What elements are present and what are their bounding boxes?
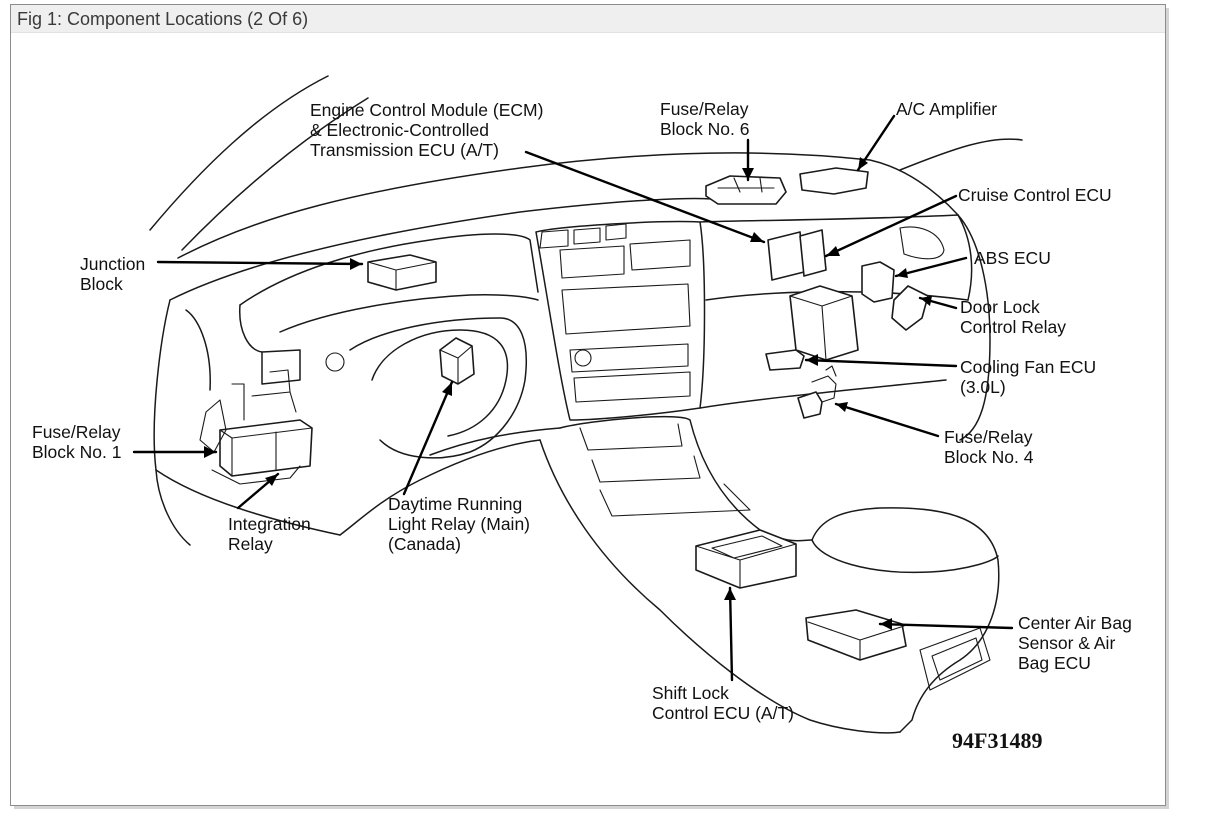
cooling-fan-label-line-2: (3.0L) [960, 377, 1006, 397]
fuse-6-label-line-2: Block No. 6 [660, 119, 749, 139]
drl-label-line-3: (Canada) [388, 534, 461, 554]
airbag-arrow [878, 622, 1014, 630]
shift-lock-label-line-2: Control ECU (A/T) [652, 703, 794, 723]
component-shapes [199, 167, 929, 661]
abs-ecu-shape [861, 261, 895, 303]
fuse-relay-block-6-shape [705, 175, 787, 205]
junction-label-line-2: Block [80, 274, 123, 294]
title-bar: Fig 1: Component Locations (2 Of 6) [11, 5, 1165, 33]
fuse-4-arrow [834, 402, 940, 438]
airbag-label-line-2: Sensor & Air [1018, 633, 1115, 653]
figure-title: Fig 1: Component Locations (2 Of 6) [17, 9, 309, 29]
fuse-4-label-line-2: Block No. 4 [944, 447, 1034, 467]
junction-label-line-1: Junction [80, 254, 145, 274]
shift-lock-arrow [728, 586, 734, 682]
fuse-relay-block-1-shape [219, 419, 313, 477]
cooling-fan-arrow [804, 358, 958, 368]
cruise-label: Cruise Control ECU [958, 185, 1112, 205]
airbag-label-line-1: Center Air Bag [1018, 613, 1132, 633]
airbag-label-line-3: Bag ECU [1018, 653, 1091, 673]
figure-code: 94F31489 [952, 728, 1042, 753]
ecm-label-line-1: Engine Control Module (ECM) [310, 100, 543, 120]
fuse-1-label-line-2: Block No. 1 [32, 442, 121, 462]
drl-arrow [402, 380, 454, 496]
ecm-label-line-3: Transmission ECU (A/T) [310, 140, 499, 160]
fuse-relay-block-4-shape [797, 391, 823, 419]
fuse-6-label-line-1: Fuse/Relay [660, 99, 749, 119]
door-lock-label-line-2: Control Relay [960, 317, 1066, 337]
junction-block-arrow [156, 260, 364, 266]
abs-arrow [894, 256, 968, 278]
fuse-4-label-line-1: Fuse/Relay [944, 427, 1033, 447]
ac-amplifier-label: A/C Amplifier [896, 99, 997, 119]
fuse-1-label-line-1: Fuse/Relay [32, 422, 121, 442]
frame-shadow-right [1166, 8, 1169, 808]
cruise-ecu-shape [799, 229, 827, 277]
leader-lines [132, 114, 1014, 682]
ac-amplifier-shape [799, 167, 869, 195]
dashboard-drawing [149, 75, 1023, 734]
component-labels: Engine Control Module (ECM) & Electronic… [32, 99, 1132, 753]
drl-label-line-1: Daytime Running [388, 494, 522, 514]
drl-relay-shape [439, 337, 475, 385]
ecm-label-line-2: & Electronic-Controlled [310, 120, 489, 140]
abs-label: ABS ECU [974, 248, 1051, 268]
cooling-fan-ecu-shape [765, 349, 805, 371]
junction-block-shape [367, 254, 437, 291]
shift-lock-label-line-1: Shift Lock [652, 683, 729, 703]
drl-label-line-2: Light Relay (Main) [388, 514, 530, 534]
door-lock-label-line-1: Door Lock [960, 297, 1040, 317]
integration-label-line-1: Integration [228, 514, 311, 534]
cruise-arrow [824, 194, 958, 258]
door-lock-relay-shape [891, 285, 929, 331]
center-air-bag-sensor-shape [805, 609, 907, 661]
ecm-arrow [524, 150, 766, 244]
cooling-fan-label-line-1: Cooling Fan ECU [960, 357, 1096, 377]
shift-lock-ecu-shape [695, 529, 797, 589]
figure-frame: Fig 1: Component Locations (2 Of 6) [10, 4, 1166, 806]
frame-shadow-bottom [14, 806, 1169, 809]
integration-label-line-2: Relay [228, 534, 273, 554]
ecm-shape [767, 231, 805, 281]
